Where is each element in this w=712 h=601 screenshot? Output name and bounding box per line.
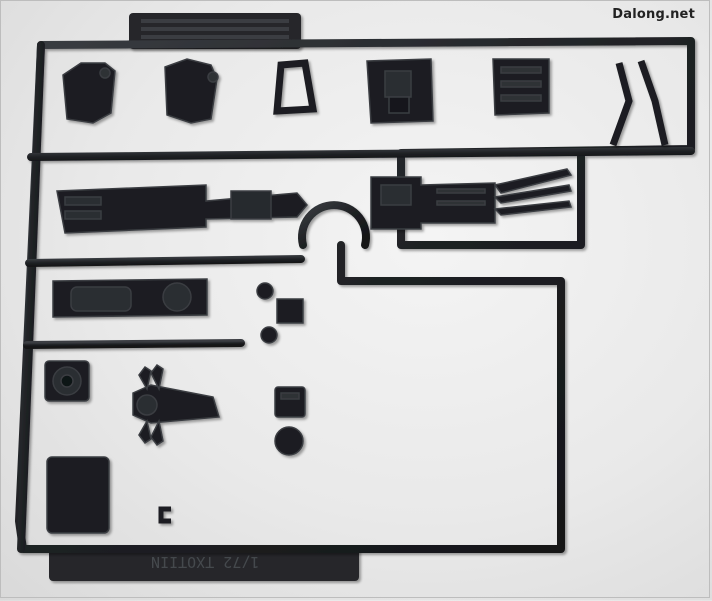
watermark-text: Dalong.net bbox=[612, 7, 695, 22]
bottom-tag: 1/72 TXOTIIN bbox=[49, 546, 359, 581]
model-part-icon bbox=[52, 278, 304, 344]
model-part-icon bbox=[56, 168, 573, 234]
model-part-icon bbox=[62, 58, 669, 147]
model-part-icon bbox=[44, 360, 306, 534]
bottom-tag-text: 1/72 TXOTIIN bbox=[151, 553, 259, 571]
